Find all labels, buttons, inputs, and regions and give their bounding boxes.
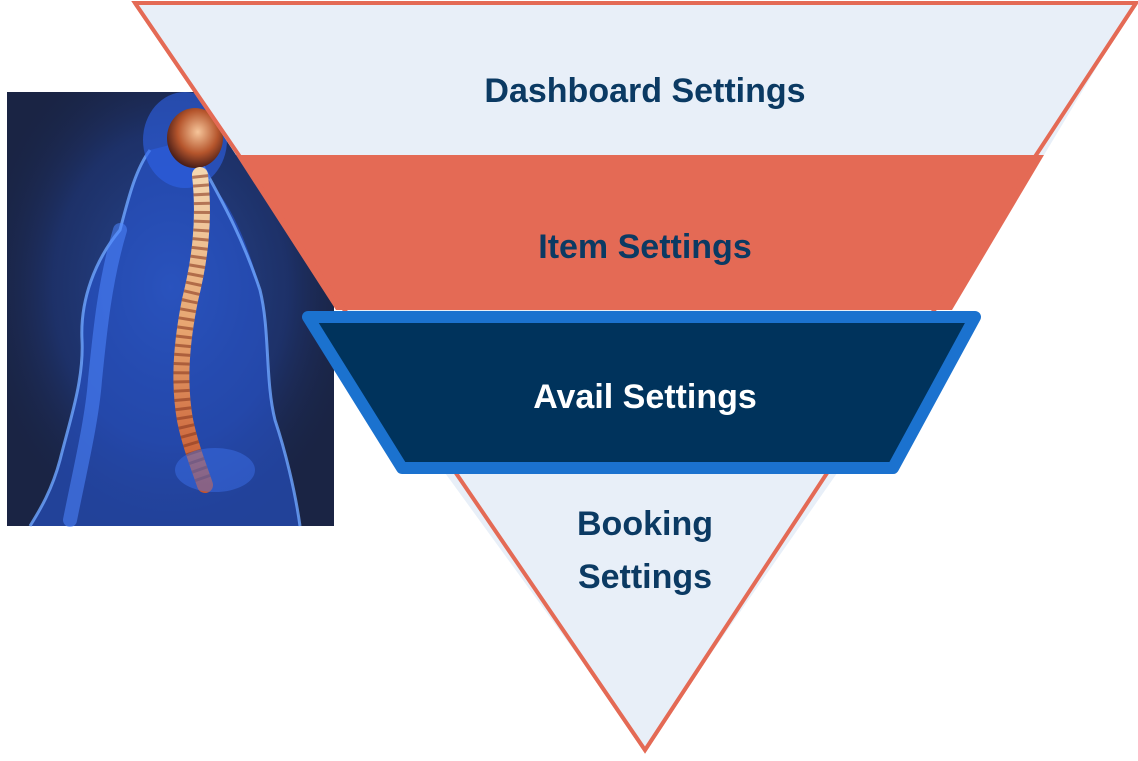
stage-label-item: Item Settings bbox=[538, 228, 751, 266]
stage-label-booking-line1: Booking bbox=[577, 505, 713, 543]
funnel-stage-dashboard[interactable] bbox=[137, 5, 1134, 155]
stage-label-booking-line2: Settings bbox=[578, 558, 712, 596]
funnel-stage-booking[interactable] bbox=[440, 466, 842, 748]
funnel-stage-avail[interactable] bbox=[302, 311, 981, 474]
stage-label-dashboard: Dashboard Settings bbox=[484, 72, 805, 110]
funnel-stage-item[interactable] bbox=[236, 155, 1044, 310]
stage-label-avail: Avail Settings bbox=[533, 378, 757, 416]
